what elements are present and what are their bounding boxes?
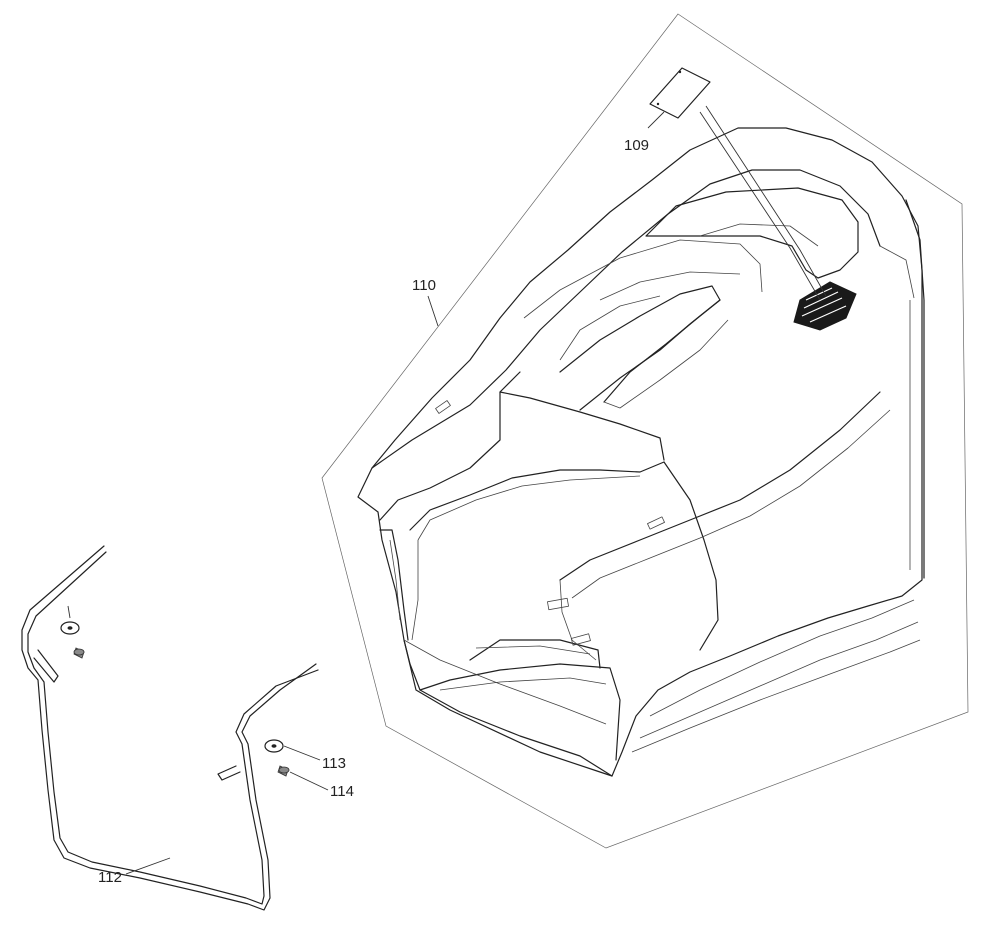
leader-113: [283, 745, 321, 761]
bag-vent-grille: [793, 281, 857, 331]
bag-frame: [21, 545, 319, 911]
leader-114: [289, 771, 329, 791]
callout-110: 110: [412, 277, 436, 294]
leader-112: [125, 857, 171, 875]
assembly-110-outline: [321, 13, 969, 849]
screw-right: [277, 765, 290, 777]
grass-bag: [357, 127, 925, 777]
callout-114: 114: [330, 783, 354, 800]
screw-left: [73, 647, 85, 659]
washer-right: [264, 739, 284, 753]
leader-109-to-bag-b: [705, 105, 827, 297]
leader-110: [427, 295, 439, 327]
label-plate: [649, 67, 711, 119]
callout-113: 113: [322, 755, 346, 772]
washer-left: [60, 621, 80, 635]
callout-109: 109: [624, 137, 649, 154]
leader-109: [647, 111, 665, 129]
callout-112: 112: [98, 869, 122, 886]
leader-109-to-bag: [699, 111, 821, 301]
